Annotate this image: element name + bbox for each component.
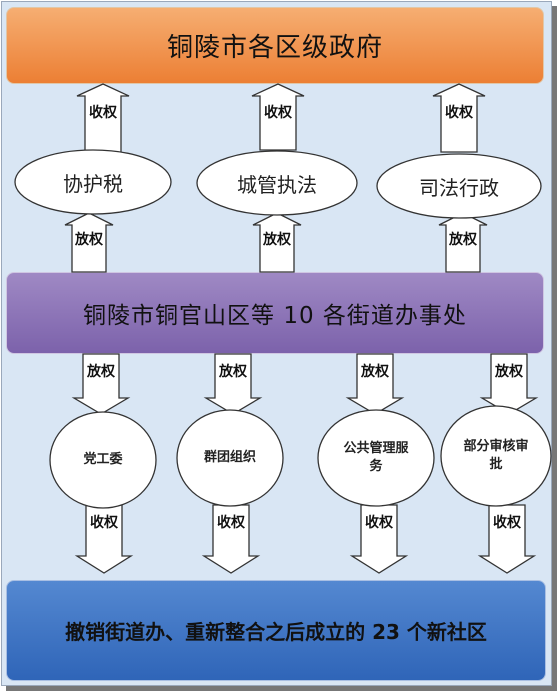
label-shou-1: 收权 — [89, 105, 117, 121]
oval-public-service-text: 公共管理服务 — [343, 441, 409, 474]
new-community-label: 撤销街道办、重新整合之后成立的 23 个新社区 — [65, 620, 487, 644]
oval-tax — [14, 149, 172, 215]
oval-party-committee — [49, 411, 157, 509]
label-fang-6: 放权 — [361, 364, 389, 380]
oval-tax-text: 协护税 — [63, 171, 123, 196]
label-fang-2: 放权 — [263, 232, 291, 248]
arrow-up-3 — [432, 83, 486, 153]
arrow-up-4 — [64, 212, 114, 273]
oval-review-approval — [440, 405, 552, 507]
oval-city-management-text: 城管执法 — [237, 172, 317, 197]
oval-party-committee-text: 党工委 — [83, 452, 123, 467]
oval-public-service — [317, 409, 435, 507]
street-office-label: 铜陵市铜官山区等 10 各街道办事处 — [83, 303, 467, 329]
oval-judicial-text: 司法行政 — [419, 175, 499, 200]
label-fang-4: 放权 — [87, 364, 115, 380]
oval-mass-organizations-text: 群团组织 — [203, 450, 256, 465]
arrow-up-2 — [251, 83, 305, 151]
arrow-down-7 — [349, 504, 409, 574]
oval-review-approval-text: 部分审核审批 — [463, 439, 529, 472]
arrow-down-4 — [479, 353, 539, 415]
arrow-down-6 — [201, 504, 261, 574]
label-fang-3: 放权 — [449, 232, 477, 248]
arrow-down-5 — [74, 504, 134, 574]
label-shou-7: 收权 — [493, 515, 521, 531]
oval-city-management — [196, 150, 358, 216]
label-fang-1: 放权 — [75, 232, 103, 248]
label-fang-5: 放权 — [219, 364, 247, 380]
arrow-down-1 — [71, 353, 131, 415]
label-fang-7: 放权 — [495, 364, 523, 380]
label-shou-2: 收权 — [264, 105, 292, 121]
oval-mass-organizations — [176, 409, 284, 507]
arrow-down-8 — [477, 504, 537, 574]
new-community-box: 撤销街道办、重新整合之后成立的 23 个新社区 — [6, 580, 546, 681]
label-shou-3: 收权 — [445, 105, 473, 121]
street-office-box: 铜陵市铜官山区等 10 各街道办事处 — [6, 272, 544, 354]
label-shou-4: 收权 — [90, 515, 118, 531]
arrow-up-1 — [76, 83, 130, 154]
label-shou-5: 收权 — [217, 515, 245, 531]
arrow-down-3 — [345, 353, 405, 415]
district-government-label: 铜陵市各区级政府 — [166, 33, 383, 63]
district-government-box: 铜陵市各区级政府 — [6, 7, 544, 84]
oval-judicial — [376, 153, 542, 219]
arrow-down-2 — [203, 353, 263, 415]
label-shou-6: 收权 — [365, 515, 393, 531]
